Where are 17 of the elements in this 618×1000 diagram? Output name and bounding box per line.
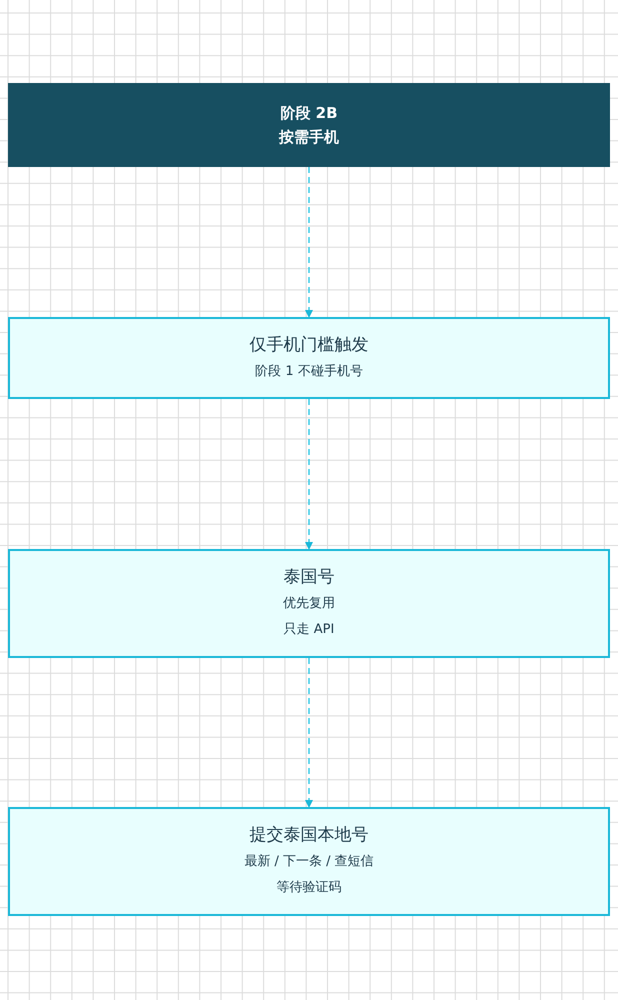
- box-title: 泰国号: [284, 566, 334, 589]
- box-text: 只走 API: [284, 621, 334, 639]
- arrow: [305, 167, 313, 318]
- arrow: [305, 399, 313, 550]
- box-text: 阶段 1 不碰手机号: [255, 362, 363, 380]
- header-bar: [8, 83, 610, 167]
- arrow: [305, 658, 313, 808]
- process-box: [8, 807, 610, 916]
- box-text: 等待验证码: [276, 879, 342, 897]
- box-text: 最新 / 下一条 / 查短信: [244, 853, 374, 871]
- box-title: 提交泰国本地号: [250, 824, 368, 847]
- process-box: [8, 549, 610, 658]
- box-text: 优先复用: [283, 595, 335, 613]
- box-text: 按需手机: [279, 127, 339, 148]
- box-title: 仅手机门槛触发: [250, 334, 368, 356]
- process-box: [8, 317, 610, 399]
- box-title: 阶段 2B: [280, 103, 338, 124]
